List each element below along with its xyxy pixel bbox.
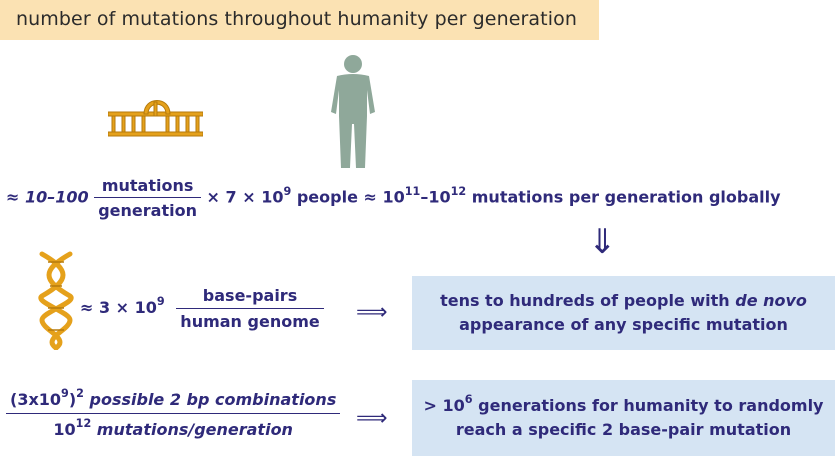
eq1-suffix: mutations per generation globally xyxy=(471,187,781,207)
box1-line1: tens to hundreds of people with de novo xyxy=(412,289,835,313)
box2-line2: reach a specific 2 base-pair mutation xyxy=(455,420,792,439)
box2-line1-exp: 6 xyxy=(464,393,473,406)
result-box-denovo-text: tens to hundreds of people with de novo … xyxy=(412,289,835,337)
result-box-denovo xyxy=(412,276,835,350)
box2-line1-b: generations for humanity to randomly xyxy=(472,396,824,415)
eq3-frac-num: (3x109)2 possible 2 bp combinations xyxy=(6,387,341,414)
eq3-num-c: possible 2 bp combinations xyxy=(83,390,337,409)
equation-mutations-per-generation: ≈ 10–100 mutations generation × 7 × 109 … xyxy=(6,176,781,220)
eq3-num-exp1: 9 xyxy=(61,387,69,400)
eq3-den-b: mutations/generation xyxy=(91,420,293,439)
title-banner xyxy=(0,0,599,40)
result-box-generations xyxy=(412,380,835,456)
eq1-exp-b: 12 xyxy=(450,184,467,198)
eq3-den-exp: 12 xyxy=(75,417,92,430)
eq3-fraction: (3x109)2 possible 2 bp combinations 1012… xyxy=(6,387,341,439)
eq1-frac-den: generation xyxy=(98,201,197,220)
box1-line1-italic: de novo xyxy=(735,291,807,310)
right-arrow-icon-2: ⟹ xyxy=(356,406,388,431)
eq2-fraction: base-pairs human genome xyxy=(176,286,324,331)
replication-icon xyxy=(108,100,203,137)
page-title: number of mutations throughout humanity … xyxy=(16,8,577,30)
eq3-den-a: 10 xyxy=(53,420,76,439)
equation-two-bp-combinations: (3x109)2 possible 2 bp combinations 1012… xyxy=(6,387,341,439)
eq2-frac-den: human genome xyxy=(180,312,320,331)
result-box-generations-text: > 106 generations for humanity to random… xyxy=(412,394,835,442)
eq1-frac-num: mutations xyxy=(94,176,201,198)
eq1-exp-people: 9 xyxy=(283,184,292,198)
equation-genome-size: ≈ 3 × 109 base-pairs human genome xyxy=(80,286,324,331)
box1-line1-a: tens to hundreds of people with xyxy=(440,291,736,310)
eq1-times: × 7 × 10 xyxy=(206,187,284,207)
eq1-prefix: ≈ 10–100 xyxy=(6,187,89,207)
eq3-frac-den: 1012 mutations/generation xyxy=(6,414,340,439)
eq1-dash: –10 xyxy=(420,187,451,207)
eq1-exp-a: 11 xyxy=(404,184,421,198)
eq3-num-b: ) xyxy=(68,390,77,409)
box1-line2: appearance of any specific mutation xyxy=(459,315,788,334)
eq2-prefix: ≈ 3 × 10 xyxy=(80,298,157,317)
eq2-frac-num: base-pairs xyxy=(176,286,324,309)
box2-line1: > 106 generations for humanity to random… xyxy=(412,394,835,418)
eq3-num-exp2: 2 xyxy=(76,387,84,400)
down-arrow-icon: ⇓ xyxy=(588,222,617,262)
person-icon xyxy=(331,55,375,168)
right-arrow-icon-1: ⟹ xyxy=(356,300,388,325)
eq3-num-a: (3x10 xyxy=(10,390,62,409)
eq2-exp: 9 xyxy=(156,295,165,308)
eq1-fraction: mutations generation xyxy=(94,176,201,220)
eq1-people: people ≈ 10 xyxy=(296,187,405,207)
dna-helix-icon xyxy=(38,251,74,350)
box2-line1-a: > 10 xyxy=(423,396,465,415)
